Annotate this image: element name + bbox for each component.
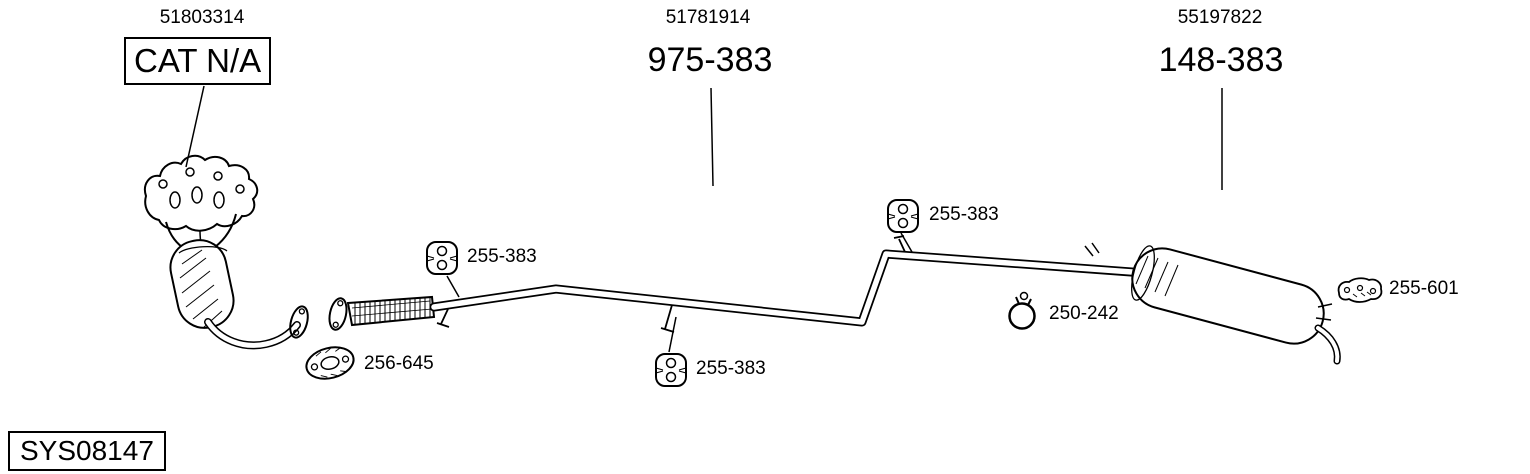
rear-muffler (1084, 242, 1341, 365)
muffler-hatching (1135, 255, 1179, 297)
cat-callout-box: CAT N/A (124, 37, 272, 85)
muffler-mount-pins (1315, 303, 1333, 321)
callout-rear-muffler: 148-383 (1158, 41, 1284, 79)
rubber-hanger-icon (655, 353, 687, 387)
cat-hatching (179, 249, 223, 329)
callout-hanger-middle: 255-383 (696, 358, 766, 379)
hanger-pin-rear (893, 235, 906, 253)
rubber-hanger-icon (887, 199, 919, 233)
part-number-rear-muffler: 55197822 (1177, 7, 1263, 28)
part-number-cat-assembly: 51803314 (159, 7, 245, 28)
clamp-icon (1008, 291, 1036, 330)
downpipe-flange (289, 305, 309, 339)
callout-gasket-rear: 255-601 (1389, 278, 1459, 299)
flange-bolt-holes (158, 167, 245, 209)
inlet-bracket (1084, 242, 1100, 257)
flex-pipe-section (346, 295, 436, 327)
hanger-bracket-middle (660, 304, 675, 333)
intermediate-pipe (429, 235, 1150, 333)
part-number-center-pipe: 51781914 (665, 7, 751, 28)
rubber-hanger-icon (426, 241, 458, 275)
hanger-bracket-front (436, 308, 450, 328)
flange-gasket-icon (305, 346, 355, 380)
flange-gasket-icon (1337, 277, 1383, 303)
flex-inlet-flange (328, 297, 348, 331)
leader-lines (185, 85, 1223, 353)
callout-gasket-front: 256-645 (364, 353, 434, 374)
manifold-catalytic-converter (144, 154, 309, 350)
callout-hanger-rear: 255-383 (929, 204, 999, 225)
system-code-box: SYS08147 (8, 431, 166, 472)
callout-clamp: 250-242 (1049, 303, 1119, 324)
callout-hanger-front: 255-383 (467, 246, 537, 267)
callout-center-pipe: 975-383 (647, 41, 773, 79)
